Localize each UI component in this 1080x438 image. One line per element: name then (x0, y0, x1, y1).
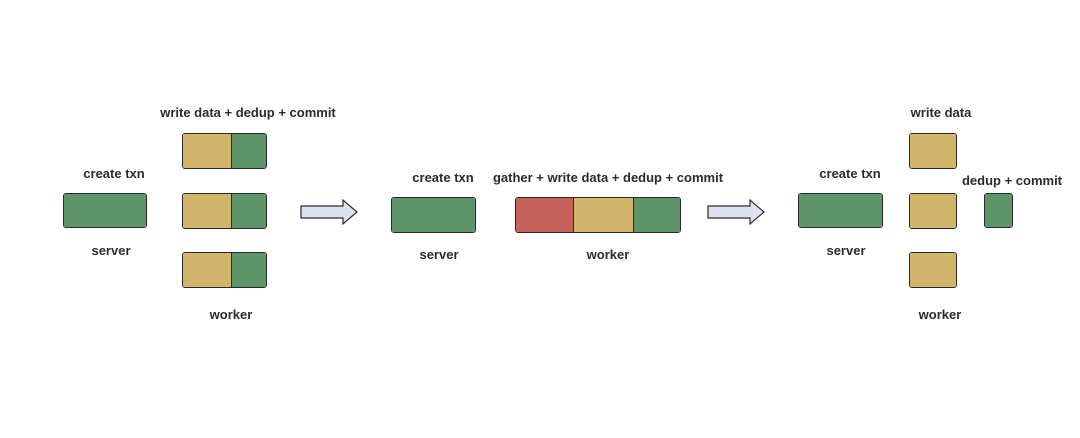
panel-1-worker-box-2 (182, 193, 267, 229)
panel-2-server-box (391, 197, 476, 233)
write-segment (573, 198, 633, 232)
commit-segment (231, 194, 266, 228)
panel-2-worker-box (515, 197, 681, 233)
write-segment (183, 134, 231, 168)
panel-1-worker-box-1 (182, 133, 267, 169)
panel-2-server-label: create txn (412, 170, 474, 185)
panel-3-server-box (798, 193, 883, 228)
commit-segment (633, 198, 680, 232)
arrow-right-icon (300, 198, 358, 226)
panel-3-worker-caption: worker (918, 307, 962, 322)
panel-1-worker-caption: worker (209, 307, 253, 322)
commit-segment (231, 253, 266, 287)
write-segment (910, 253, 956, 287)
gather-segment (516, 198, 573, 232)
panel-1-server-caption: server (91, 243, 131, 258)
panel-3-write-box-1 (909, 133, 957, 169)
server-segment (392, 198, 475, 232)
panel-3-server-label: create txn (819, 166, 881, 181)
panel-1-server-label: create txn (83, 166, 145, 181)
panel-3-server-caption: server (826, 243, 866, 258)
panel-2-server-caption: server (419, 247, 459, 262)
write-segment (910, 134, 956, 168)
panel-3-write-box-3 (909, 252, 957, 288)
arrow-right-icon (707, 198, 765, 226)
write-segment (183, 194, 231, 228)
panel-3-commit-box (984, 193, 1013, 228)
panel-1-server-box (63, 193, 147, 228)
write-segment (183, 253, 231, 287)
panel-2-worker-label: gather + write data + dedup + commit (492, 170, 724, 185)
panel-3-write-box-2 (909, 193, 957, 229)
panel-1-worker-box-3 (182, 252, 267, 288)
commit-segment (231, 134, 266, 168)
server-segment (64, 194, 146, 227)
arrow-1-shape (300, 198, 358, 226)
panel-3-worker-label: write data (910, 105, 972, 120)
server-segment (799, 194, 882, 227)
panel-2-worker-caption: worker (586, 247, 630, 262)
write-segment (910, 194, 956, 228)
arrow-2-shape (707, 198, 765, 226)
panel-1-worker-label: write data + dedup + commit (160, 105, 336, 120)
commit-segment (985, 194, 1012, 227)
panel-3-commit-label: dedup + commit (961, 173, 1063, 188)
